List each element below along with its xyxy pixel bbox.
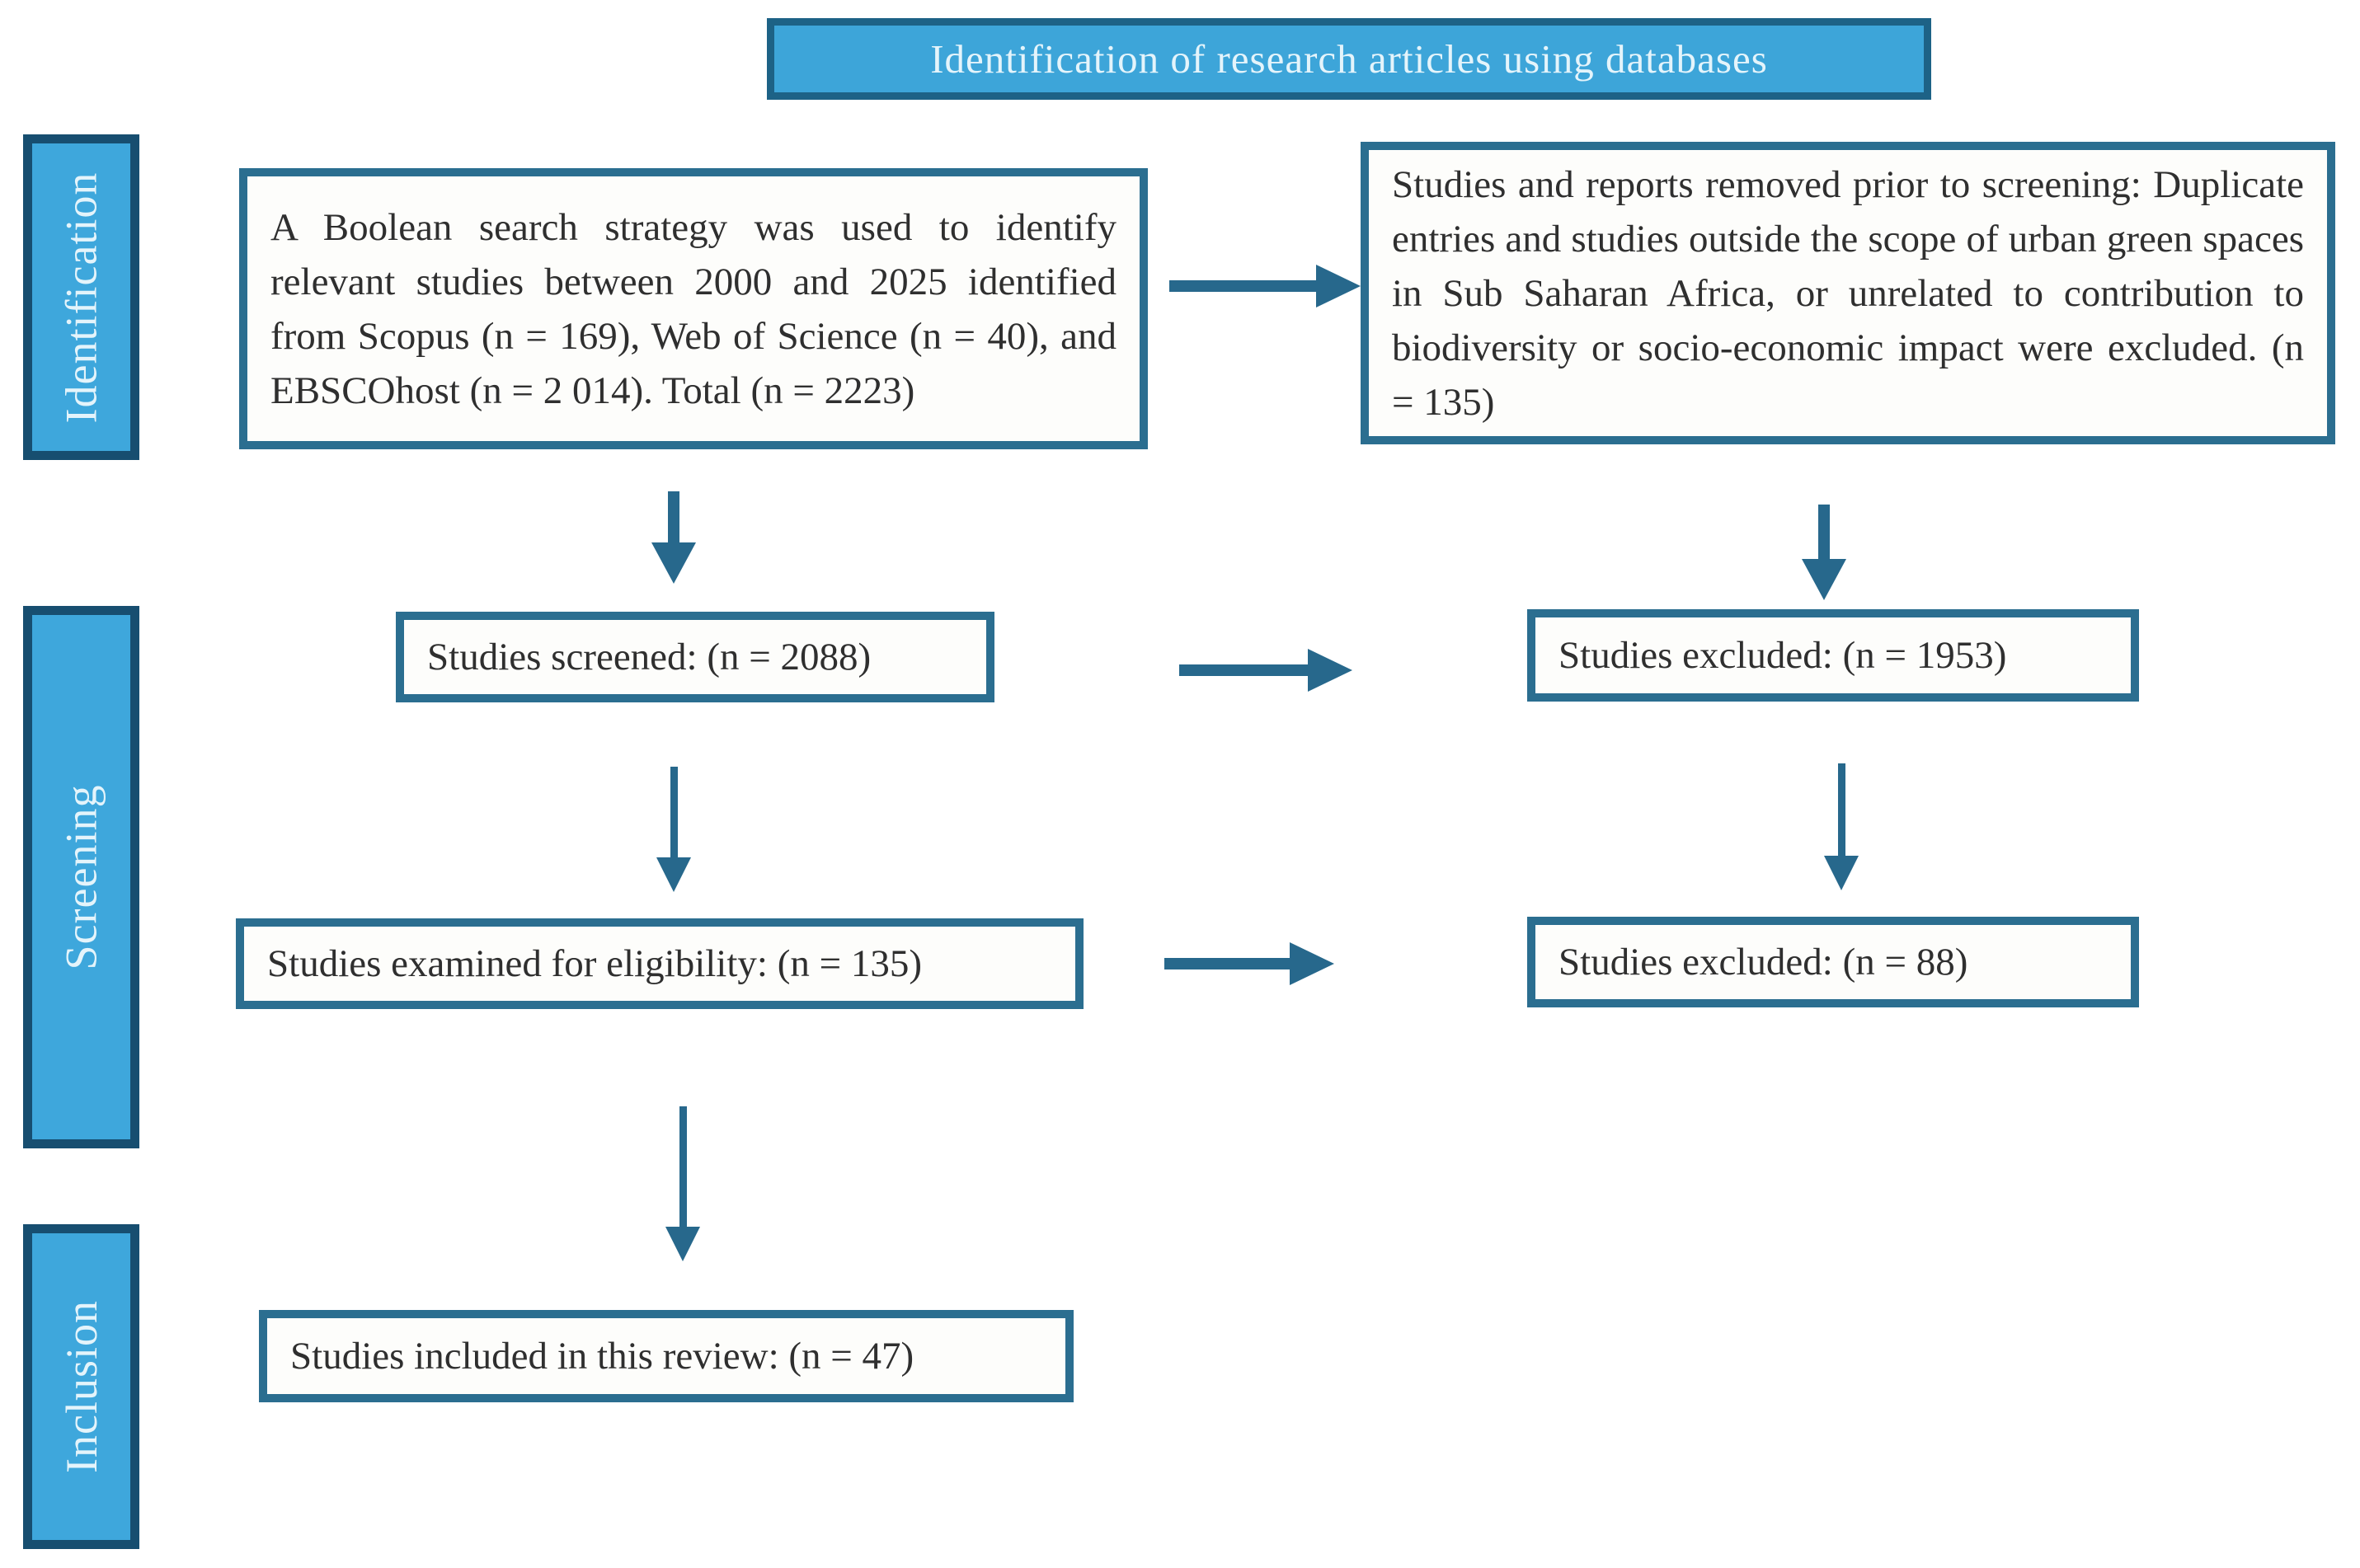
arrow-head	[656, 857, 691, 892]
arrow-shaft	[668, 491, 679, 542]
box-examined-for-eligibility: Studies examined for eligibility: (n = 1…	[236, 918, 1084, 1009]
arrow-down-icon	[655, 767, 693, 892]
stage-screening: Screening	[23, 606, 139, 1148]
arrow-shaft	[1164, 958, 1290, 969]
box-database-search-text: A Boolean search strategy was used to id…	[270, 205, 1117, 412]
stage-identification: Identification	[23, 134, 139, 460]
arrow-down-icon	[1801, 505, 1847, 600]
box-examined-for-eligibility-text: Studies examined for eligibility: (n = 1…	[267, 942, 923, 985]
arrow-shaft	[1169, 280, 1316, 292]
box-studies-included: Studies included in this review: (n = 47…	[259, 1310, 1074, 1402]
box-studies-included-text: Studies included in this review: (n = 47…	[290, 1335, 914, 1378]
box-studies-excluded-eligibility: Studies excluded: (n = 88)	[1527, 917, 2139, 1007]
box-studies-excluded-eligibility-text: Studies excluded: (n = 88)	[1558, 941, 1968, 984]
stage-screening-label: Screening	[56, 784, 106, 970]
arrow-shaft	[1837, 763, 1845, 856]
arrow-down-icon	[1822, 763, 1860, 890]
arrow-head	[1802, 559, 1846, 600]
box-studies-excluded-screening-text: Studies excluded: (n = 1953)	[1558, 634, 2007, 677]
box-removed-before-screening: Studies and reports removed prior to scr…	[1361, 142, 2335, 444]
box-studies-excluded-screening: Studies excluded: (n = 1953)	[1527, 609, 2139, 702]
arrow-right-icon	[1169, 263, 1361, 309]
box-studies-screened: Studies screened: (n = 2088)	[396, 612, 994, 702]
arrow-head	[1316, 265, 1361, 307]
arrow-down-icon	[664, 1106, 702, 1261]
arrow-right-icon	[1179, 647, 1352, 693]
arrow-shaft	[1818, 505, 1830, 559]
box-removed-before-screening-text: Studies and reports removed prior to scr…	[1392, 162, 2304, 424]
arrow-head	[651, 542, 696, 584]
arrow-shaft	[679, 1106, 687, 1227]
arrow-head	[1308, 649, 1352, 692]
arrow-head	[1290, 942, 1334, 985]
diagram-title-banner: Identification of research articles usin…	[767, 18, 1931, 100]
box-database-search: A Boolean search strategy was used to id…	[239, 168, 1148, 449]
arrow-shaft	[670, 767, 678, 857]
arrow-head	[1824, 856, 1859, 890]
arrow-head	[665, 1227, 700, 1261]
arrow-down-icon	[651, 491, 697, 584]
diagram-title: Identification of research articles usin…	[930, 36, 1768, 82]
stage-inclusion-label: Inclusion	[56, 1300, 106, 1473]
stage-inclusion: Inclusion	[23, 1224, 139, 1549]
arrow-shaft	[1179, 664, 1308, 676]
stage-identification-label: Identification	[56, 171, 106, 423]
box-studies-screened-text: Studies screened: (n = 2088)	[427, 636, 872, 678]
arrow-right-icon	[1164, 941, 1334, 987]
